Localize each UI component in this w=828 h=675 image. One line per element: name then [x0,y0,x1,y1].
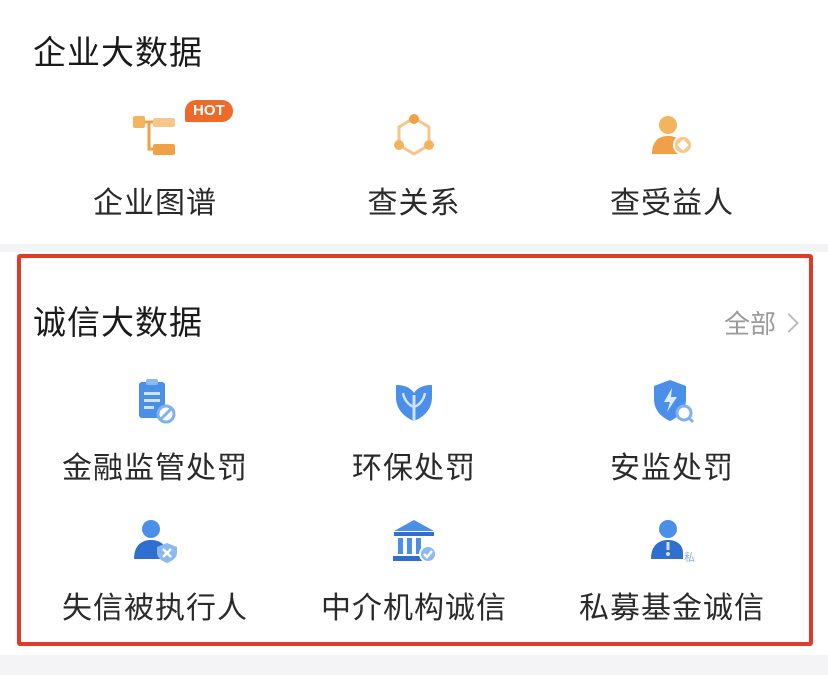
tile-label: 中介机构诚信 [321,591,507,626]
enterprise-graph-icon: HOT [131,100,233,160]
credit-section: 诚信大数据 全部 金融监管处罚 [0,252,828,655]
credit-section-title: 诚信大数据 [33,303,203,342]
beneficiary-person-icon [648,112,696,160]
tile-label: 企业图谱 [93,186,217,221]
tile-beneficiary[interactable]: 查受益人 [552,112,792,222]
tile-financial-penalty[interactable]: 金融监管处罚 [35,377,275,487]
tile-label: 查关系 [367,186,461,221]
tile-label: 安监处罚 [610,451,734,486]
tile-safety-penalty[interactable]: 安监处罚 [552,377,792,487]
tile-label: 私募基金诚信 [579,591,765,626]
shield-lightning-icon [648,377,696,425]
view-all-link[interactable]: 全部 [723,304,799,341]
person-x-icon [131,517,179,565]
tile-label: 金融监管处罚 [62,451,248,486]
institution-building-icon [390,517,438,565]
tile-intermediary-credit[interactable]: 中介机构诚信 [294,517,534,627]
tile-label: 失信被执行人 [62,591,248,626]
tile-private-fund-credit[interactable]: 私 私募基金诚信 [552,517,792,627]
tile-relation[interactable]: 查关系 [294,112,534,222]
enterprise-section: 企业大数据 HOT 企业图谱 查关系 [0,0,828,244]
clipboard-ban-icon [131,377,179,425]
tile-enterprise-graph[interactable]: HOT 企业图谱 [35,100,275,222]
tile-label: 查受益人 [610,186,734,221]
enterprise-section-title: 企业大数据 [33,33,203,72]
person-private-icon: 私 [648,517,696,565]
view-all-label: 全部 [723,310,776,340]
chevron-right-icon [779,312,799,333]
hot-badge: HOT [185,100,233,122]
leaf-shield-icon [390,377,438,425]
svg-text:私: 私 [684,551,695,564]
relation-network-icon [390,112,438,160]
tile-label: 环保处罚 [352,451,476,486]
tile-dishonest-debtor[interactable]: 失信被执行人 [35,517,275,627]
tile-environmental-penalty[interactable]: 环保处罚 [294,377,534,487]
